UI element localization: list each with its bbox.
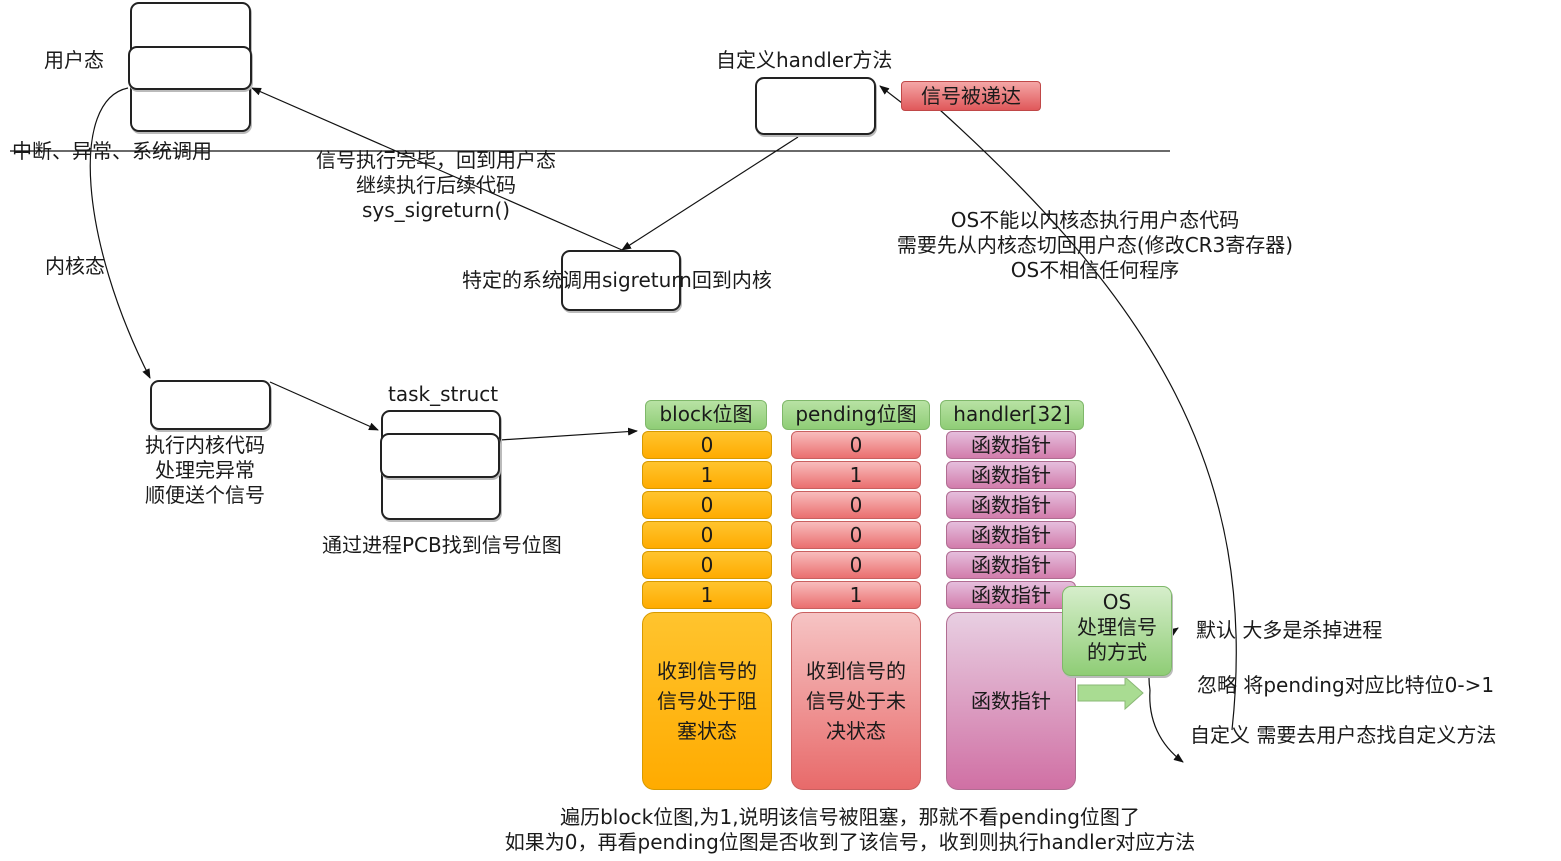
arrow-delivered-to-handler [879, 85, 903, 104]
os-handle-line: 的方式 [1087, 640, 1147, 664]
handler-pointer-cell: 函数指针 [946, 551, 1076, 579]
handler-array-header: handler[32] [940, 400, 1084, 430]
handler-pointer-cell: 函数指针 [946, 431, 1076, 459]
block-bitmap-header: block位图 [645, 400, 767, 430]
block-footer-line: 塞状态 [677, 719, 737, 743]
return-note-line: 继续执行后续代码 [356, 173, 516, 197]
user-stack-mid-slot [128, 46, 252, 90]
os-note-line: OS不相信任何程序 [1010, 258, 1180, 282]
pending-footer-line: 收到信号的 [806, 659, 906, 683]
custom-handler-label: 自定义handler方法 [716, 48, 893, 72]
block-bit-cell: 0 [642, 551, 772, 579]
kernel-exec-line: 顺便送个信号 [145, 483, 265, 507]
arrow-custom-to-delivered [939, 109, 1237, 731]
block-footer-cell: 收到信号的 信号处于阻 塞状态 [642, 612, 772, 790]
os-note-line: OS不能以内核态执行用户态代码 [950, 208, 1240, 232]
os-handle-line: 处理信号 [1077, 615, 1157, 639]
kernel-mode-label: 内核态 [45, 254, 105, 278]
os-handle-line: OS [1102, 590, 1132, 614]
pending-footer-line: 决状态 [826, 719, 886, 743]
footer-note-line: 如果为0，再看pending位图是否收到了该信号，收到则执行handler对应方… [504, 830, 1196, 854]
sigreturn-label: 特定的系统调用sigreturn回到内核 [462, 268, 772, 292]
pending-bitmap-header: pending位图 [782, 400, 930, 430]
block-bit-cell: 0 [642, 491, 772, 519]
pending-footer-line: 信号处于未 [806, 689, 906, 713]
arrow-handler-to-sigreturn [621, 136, 799, 251]
sigreturn-box [561, 250, 681, 311]
block-bit-cell: 0 [642, 431, 772, 459]
signal-delivered-badge: 信号被递达 [901, 81, 1041, 111]
handler-pointer-cell: 函数指针 [946, 491, 1076, 519]
user-mode-label: 用户态 [44, 48, 104, 72]
pending-bit-cell: 0 [791, 431, 921, 459]
kernel-exec-line: 执行内核代码 [145, 433, 265, 457]
default-action-label: 默认 大多是杀掉进程 [1196, 618, 1383, 642]
arrow-user-to-kernel [89, 87, 151, 379]
pending-bit-cell: 1 [791, 581, 921, 609]
block-bit-cell: 0 [642, 521, 772, 549]
arrow-sigreturn-to-user [251, 87, 623, 251]
handler-pointer-cell: 函数指针 [946, 581, 1076, 609]
arrow-os-to-custom [1149, 689, 1184, 763]
custom-handler-box [755, 77, 876, 135]
handler-pointer-cell: 函数指针 [946, 521, 1076, 549]
pending-bit-cell: 0 [791, 551, 921, 579]
task-struct-label: task_struct [388, 382, 499, 406]
return-note-line: 信号执行完毕，回到用户态 [316, 148, 556, 172]
return-note-line: sys_sigreturn() [361, 198, 511, 222]
kernel-exec-note: 执行内核代码 处理完异常 顺便送个信号 [120, 433, 290, 508]
os-note-line: 需要先从内核态切回用户态(修改CR3寄存器) [896, 233, 1294, 257]
custom-action-label: 自定义 需要去用户态找自定义方法 [1190, 723, 1497, 747]
pending-footer-cell: 收到信号的 信号处于未 决状态 [791, 612, 921, 790]
kernel-exec-line: 处理完异常 [155, 458, 255, 482]
footer-note-line: 遍历block位图,为1,说明该信号被阻塞，那就不看pending位图了 [560, 805, 1140, 829]
block-footer-line: 收到信号的 [657, 659, 757, 683]
handler-footer-line: 函数指针 [971, 689, 1051, 713]
ignore-action-label: 忽略 将pending对应比特位0->1 [1197, 673, 1495, 697]
pending-bit-cell: 0 [791, 521, 921, 549]
block-bit-cell: 1 [642, 581, 772, 609]
return-note: 信号执行完毕，回到用户态 继续执行后续代码 sys_sigreturn() [286, 148, 586, 223]
interrupt-label: 中断、异常、系统调用 [12, 139, 212, 163]
arrow-kernel-to-task [269, 381, 379, 431]
block-footer-line: 信号处于阻 [657, 689, 757, 713]
arrow-task-to-block [499, 427, 638, 441]
kernel-exec-box [150, 380, 271, 430]
pending-bit-cell: 0 [791, 491, 921, 519]
pending-bit-cell: 1 [791, 461, 921, 489]
footer-note: 遍历block位图,为1,说明该信号被阻塞，那就不看pending位图了 如果为… [380, 805, 1320, 855]
big-arrow-icon [1077, 675, 1144, 711]
handler-footer-cell: 函数指针 [946, 612, 1076, 790]
block-bit-cell: 1 [642, 461, 772, 489]
handler-pointer-cell: 函数指针 [946, 461, 1076, 489]
pcb-note: 通过进程PCB找到信号位图 [322, 533, 562, 557]
os-handle-box: OS 处理信号 的方式 [1062, 586, 1172, 676]
os-note: OS不能以内核态执行用户态代码 需要先从内核态切回用户态(修改CR3寄存器) O… [850, 208, 1340, 283]
task-struct-mid-slot [380, 433, 500, 478]
